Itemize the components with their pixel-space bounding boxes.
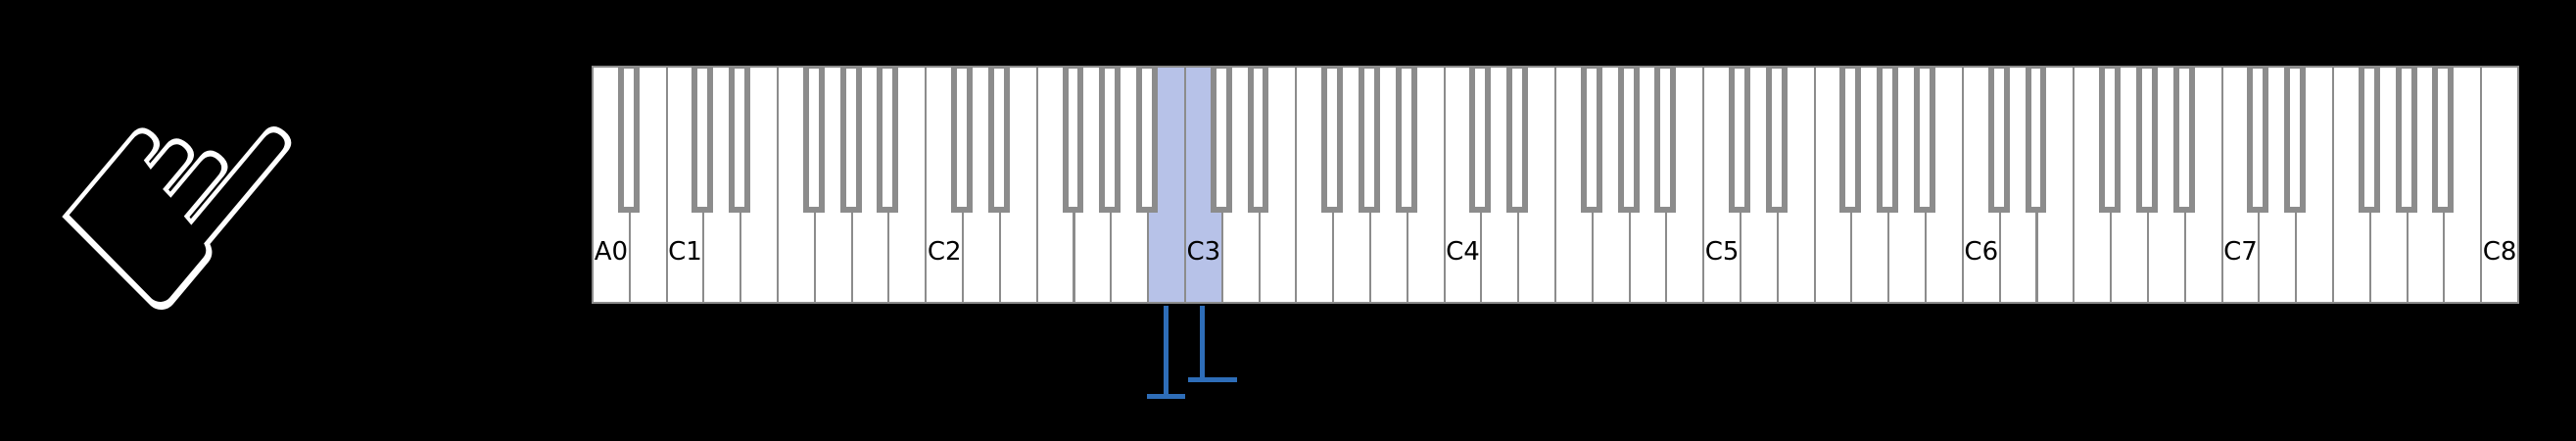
black-key-Asharp3[interactable] [1395,66,1417,213]
black-key-Csharp3[interactable] [1210,66,1232,213]
black-key-Csharp1[interactable] [692,66,714,213]
marker-stem-C3 [1200,306,1206,382]
key-label-C3: C3 [1186,237,1221,267]
black-key-Gsharp6[interactable] [2135,66,2158,213]
black-key-Fsharp7[interactable] [2358,66,2380,213]
black-key-Fsharp3[interactable] [1321,66,1344,213]
black-key-Csharp4[interactable] [1469,66,1492,213]
key-label-C7: C7 [2223,237,2258,267]
black-key-Gsharp5[interactable] [1877,66,1899,213]
black-key-Asharp1[interactable] [877,66,899,213]
black-key-Asharp6[interactable] [2172,66,2195,213]
marker-bar-C3 [1187,377,1237,382]
black-key-Gsharp3[interactable] [1358,66,1380,213]
black-key-Csharp5[interactable] [1729,66,1750,213]
black-key-Asharp2[interactable] [1136,66,1159,213]
pointing-hand-glyph: ☝ [0,0,361,386]
black-key-Gsharp1[interactable] [839,66,862,213]
white-key-C8[interactable]: C8 [2480,66,2519,304]
piano-keyboard: A0 C1 C2 C3 C4 C5 C6 C7 C8 [592,66,2519,304]
black-key-Csharp2[interactable] [951,66,974,213]
black-key-Asharp5[interactable] [1914,66,1936,213]
black-key-Fsharp6[interactable] [2099,66,2122,213]
black-key-Asharp4[interactable] [1654,66,1677,213]
black-key-Asharp0[interactable] [617,66,640,213]
marker-bar-B2 [1146,394,1185,399]
key-label-C5: C5 [1704,237,1740,267]
black-key-Gsharp2[interactable] [1099,66,1121,213]
black-key-Dsharp6[interactable] [2025,66,2047,213]
key-label-A0: A0 [594,237,629,267]
black-key-Asharp7[interactable] [2432,66,2455,213]
black-key-Gsharp7[interactable] [2395,66,2417,213]
black-key-Dsharp2[interactable] [987,66,1010,213]
black-key-Fsharp2[interactable] [1062,66,1084,213]
key-label-C6: C6 [1964,237,1999,267]
black-key-Dsharp7[interactable] [2284,66,2307,213]
black-key-Fsharp4[interactable] [1580,66,1602,213]
marker-stem-B2 [1163,306,1169,399]
key-label-C1: C1 [668,237,702,267]
black-key-Csharp6[interactable] [1987,66,2010,213]
black-key-Dsharp5[interactable] [1765,66,1788,213]
black-key-Dsharp1[interactable] [729,66,751,213]
black-key-Gsharp4[interactable] [1617,66,1640,213]
black-key-Csharp7[interactable] [2247,66,2269,213]
black-key-Fsharp1[interactable] [802,66,825,213]
key-label-C4: C4 [1446,237,1480,267]
black-key-Dsharp3[interactable] [1247,66,1269,213]
key-label-C2: C2 [927,237,962,267]
key-label-C8: C8 [2482,237,2517,267]
black-key-Dsharp4[interactable] [1506,66,1529,213]
black-key-Fsharp5[interactable] [1839,66,1862,213]
pointing-hand-icon: ☝ [0,0,360,386]
